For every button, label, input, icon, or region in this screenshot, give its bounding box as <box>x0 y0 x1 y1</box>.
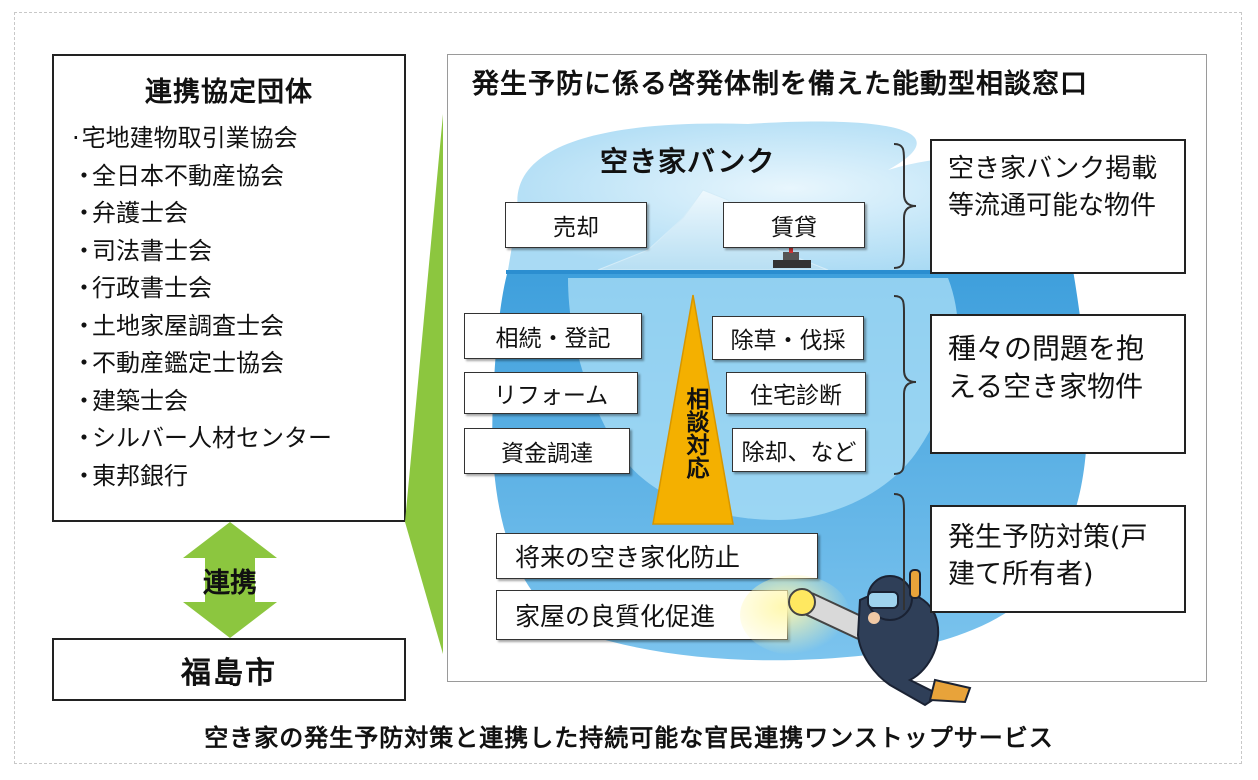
list-item: 行政書士会 <box>72 270 332 308</box>
list-item: 宅地建物取引業協会 <box>72 120 332 158</box>
list-item: 全日本不動産協会 <box>72 158 332 196</box>
partner-organizations-box: 連携協定団体 宅地建物取引業協会 全日本不動産協会 弁護士会 司法書士会 行政書… <box>52 54 406 522</box>
bidirectional-arrow-icon <box>183 522 277 638</box>
diver-with-flashlight-icon <box>740 569 972 707</box>
list-item: 東邦銀行 <box>72 458 332 496</box>
connector-shape <box>405 114 443 654</box>
grouping-braces <box>893 143 917 610</box>
footer-caption: 空き家の発生予防対策と連携した持続可能な官民連携ワンストップサービス <box>204 724 1054 752</box>
outer-frame <box>14 12 1242 764</box>
list-item: 土地家屋調査士会 <box>72 308 332 346</box>
vacant-house-bank-title: 空き家バンク <box>600 145 776 178</box>
partner-organizations-title: 連携協定団体 <box>145 77 313 108</box>
list-item: 不動産鑑定士協会 <box>72 345 332 383</box>
city-box: 福島市 <box>52 638 406 701</box>
list-item: 建築士会 <box>72 383 332 421</box>
list-item: 弁護士会 <box>72 195 332 233</box>
rental-tag: 賃貸 <box>723 202 865 248</box>
prevention-measures-box: 発生予防対策(戸建て所有者) <box>930 505 1186 613</box>
weeding-logging-tag: 除草・伐採 <box>712 316 864 360</box>
distributable-properties-box: 空き家バンク掲載等流通可能な物件 <box>930 139 1186 274</box>
future-vacancy-prevention-tag: 将来の空き家化防止 <box>496 533 818 579</box>
ship-icon <box>773 246 811 268</box>
house-inspection-tag: 住宅診断 <box>726 372 866 414</box>
partner-organizations-list: 宅地建物取引業協会 全日本不動産協会 弁護士会 司法書士会 行政書士会 土地家屋… <box>72 120 332 495</box>
consultation-cone <box>652 294 734 525</box>
house-quality-improvement-tag: 家屋の良質化促進 <box>496 590 788 640</box>
financing-tag: 資金調達 <box>464 428 630 474</box>
list-item: 司法書士会 <box>72 233 332 271</box>
consultation-label: 相談対応 <box>682 387 708 479</box>
problem-properties-box: 種々の問題を抱える空き家物件 <box>930 314 1186 454</box>
demolition-tag: 除却、など <box>732 428 866 472</box>
list-item: シルバー人材センター <box>72 420 332 458</box>
sale-tag: 売却 <box>505 202 647 248</box>
renovation-tag: リフォーム <box>464 372 638 414</box>
link-label: 連携 <box>203 567 257 599</box>
inheritance-registration-tag: 相続・登記 <box>464 313 642 359</box>
main-title: 発生予防に係る啓発体制を備えた能動型相談窓口 <box>472 69 1088 100</box>
